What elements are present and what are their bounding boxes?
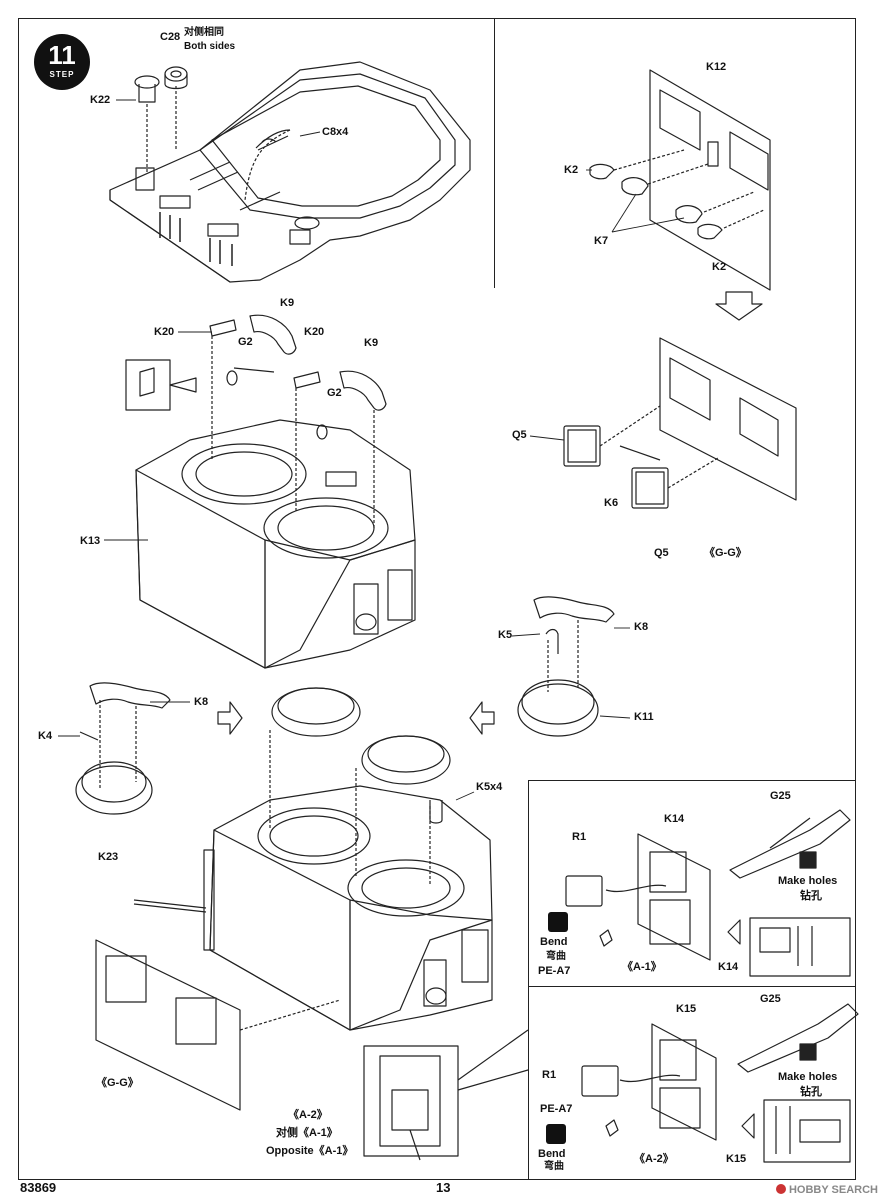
label-k15: K15 [676,1003,697,1015]
label-k9-right: K9 [364,337,379,349]
label-make-holes-cn-a1: 钻孔 [800,890,822,902]
label-g2-right: G2 [327,387,342,399]
label-k7: K7 [594,235,609,247]
label-g25-a1: G25 [770,790,791,802]
label-k6: K6 [604,497,619,509]
label-make-holes-cn-a2: 钻孔 [800,1086,822,1098]
panel-a1-drawing [565,809,851,977]
label-a2-callout: 《A-2》 [288,1109,328,1121]
label-bend-en-a1: Bend [540,936,568,948]
label-k8-left: K8 [194,696,209,708]
step-number: 11 [48,40,76,70]
label-k23: K23 [98,851,119,863]
label-make-holes-en-a1: Make holes [778,875,838,887]
part-number: 83869 [20,1180,57,1195]
label-opposite-cn: 对侧《A-1》 [276,1127,338,1139]
label-both-sides-en: Both sides [184,41,236,52]
step-frame-top-left [18,18,496,290]
label-gg-top-right: 《G-G》 [704,547,747,559]
label-c8x4: C8x4 [322,126,349,138]
label-both-sides-cn: 对侧相同 [184,27,224,38]
label-opposite-en: Opposite《A-1》 [266,1145,354,1157]
roof-plate-drawing [109,61,471,283]
label-k12: K12 [706,61,727,73]
label-k9-left: K9 [280,297,295,309]
label-k20-right: K20 [304,326,325,338]
hatch-k11-drawing [75,596,615,815]
label-r1-a1: R1 [572,831,587,843]
label-k13: K13 [80,535,101,547]
assembled-turret-drawing [95,687,529,1161]
watermark-logo-icon [775,1184,786,1194]
label-c28: C28 [160,31,181,43]
label-k5: K5 [498,629,513,641]
label-bend-cn-a2: 弯曲 [544,1161,564,1172]
label-k14-detail: K14 [718,961,739,973]
label-k20-left: K20 [154,326,175,338]
label-q5-lower: Q5 [654,547,669,559]
label-k22: K22 [90,94,111,106]
watermark: HOBBY SEARCH [775,1184,878,1196]
watermark-text: HOBBY SEARCH [788,1184,878,1196]
label-a1-view: 《A-1》 [622,961,662,973]
label-k15-detail: K15 [726,1153,747,1165]
label-g2-left: G2 [238,336,253,348]
label-k8-right: K8 [634,621,649,633]
label-k14: K14 [664,813,685,825]
bend-icon-a2 [546,1124,566,1144]
label-pe-a7-a2: PE-A7 [540,1103,573,1115]
detail-panel-a1 [528,780,856,988]
label-make-holes-en-a2: Make holes [778,1071,838,1083]
bend-icon-a1 [548,912,568,932]
label-g25-a2: G25 [760,993,781,1005]
label-r1-a2: R1 [542,1069,557,1081]
label-bend-en-a2: Bend [538,1148,566,1160]
turret-body-drawing [125,314,416,669]
page-number: 13 [436,1180,451,1195]
label-q5-upper: Q5 [512,429,527,441]
panel-a2-drawing [581,1003,859,1163]
label-pe-a7-a1: PE-A7 [538,965,571,977]
step-number-badge: 11 STEP [34,34,90,90]
label-a2-view: 《A-2》 [634,1153,674,1165]
label-bend-cn-a1: 弯曲 [546,951,566,962]
bracket-panel-drawing [563,69,797,509]
label-k2-lower: K2 [712,261,727,273]
label-k4: K4 [38,730,53,742]
step-word: STEP [49,70,75,79]
label-k5x4: K5x4 [476,781,503,793]
label-k11: K11 [634,711,654,723]
label-k2-upper: K2 [564,164,579,176]
label-gg-lower-left: 《G-G》 [96,1077,139,1089]
detail-panel-a2 [528,986,856,1180]
